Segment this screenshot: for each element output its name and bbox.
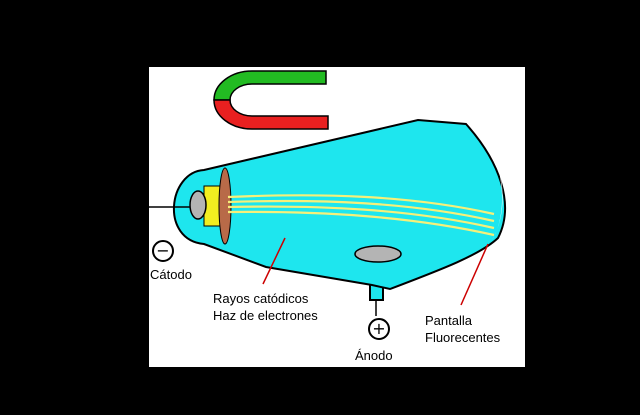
anode-electrode	[354, 245, 402, 263]
anode-label: Ánodo	[355, 348, 393, 363]
screen-pointer-line	[460, 243, 489, 306]
minus-sign-icon: −	[152, 240, 174, 262]
screen-label-line2: Fluorecentes	[425, 330, 501, 345]
electron-beam	[227, 194, 495, 237]
cathode-plug	[189, 190, 207, 220]
plus-sign-icon: +	[368, 318, 390, 340]
beam-ray	[227, 199, 495, 223]
beam-ray	[227, 210, 495, 237]
cathode-rays-label: Rayos catódicos	[213, 291, 309, 306]
electron-beam-label: Haz de electrones	[213, 308, 318, 323]
beam-ray	[227, 205, 495, 230]
magnet-south-half	[213, 99, 329, 130]
beam-ray	[227, 194, 495, 216]
rays-pointer-line	[262, 237, 286, 285]
crt-tube	[172, 118, 506, 291]
horseshoe-magnet	[213, 70, 329, 130]
screen-label-line1: Pantalla	[425, 313, 472, 328]
cathode-label: Cátodo	[150, 267, 192, 282]
